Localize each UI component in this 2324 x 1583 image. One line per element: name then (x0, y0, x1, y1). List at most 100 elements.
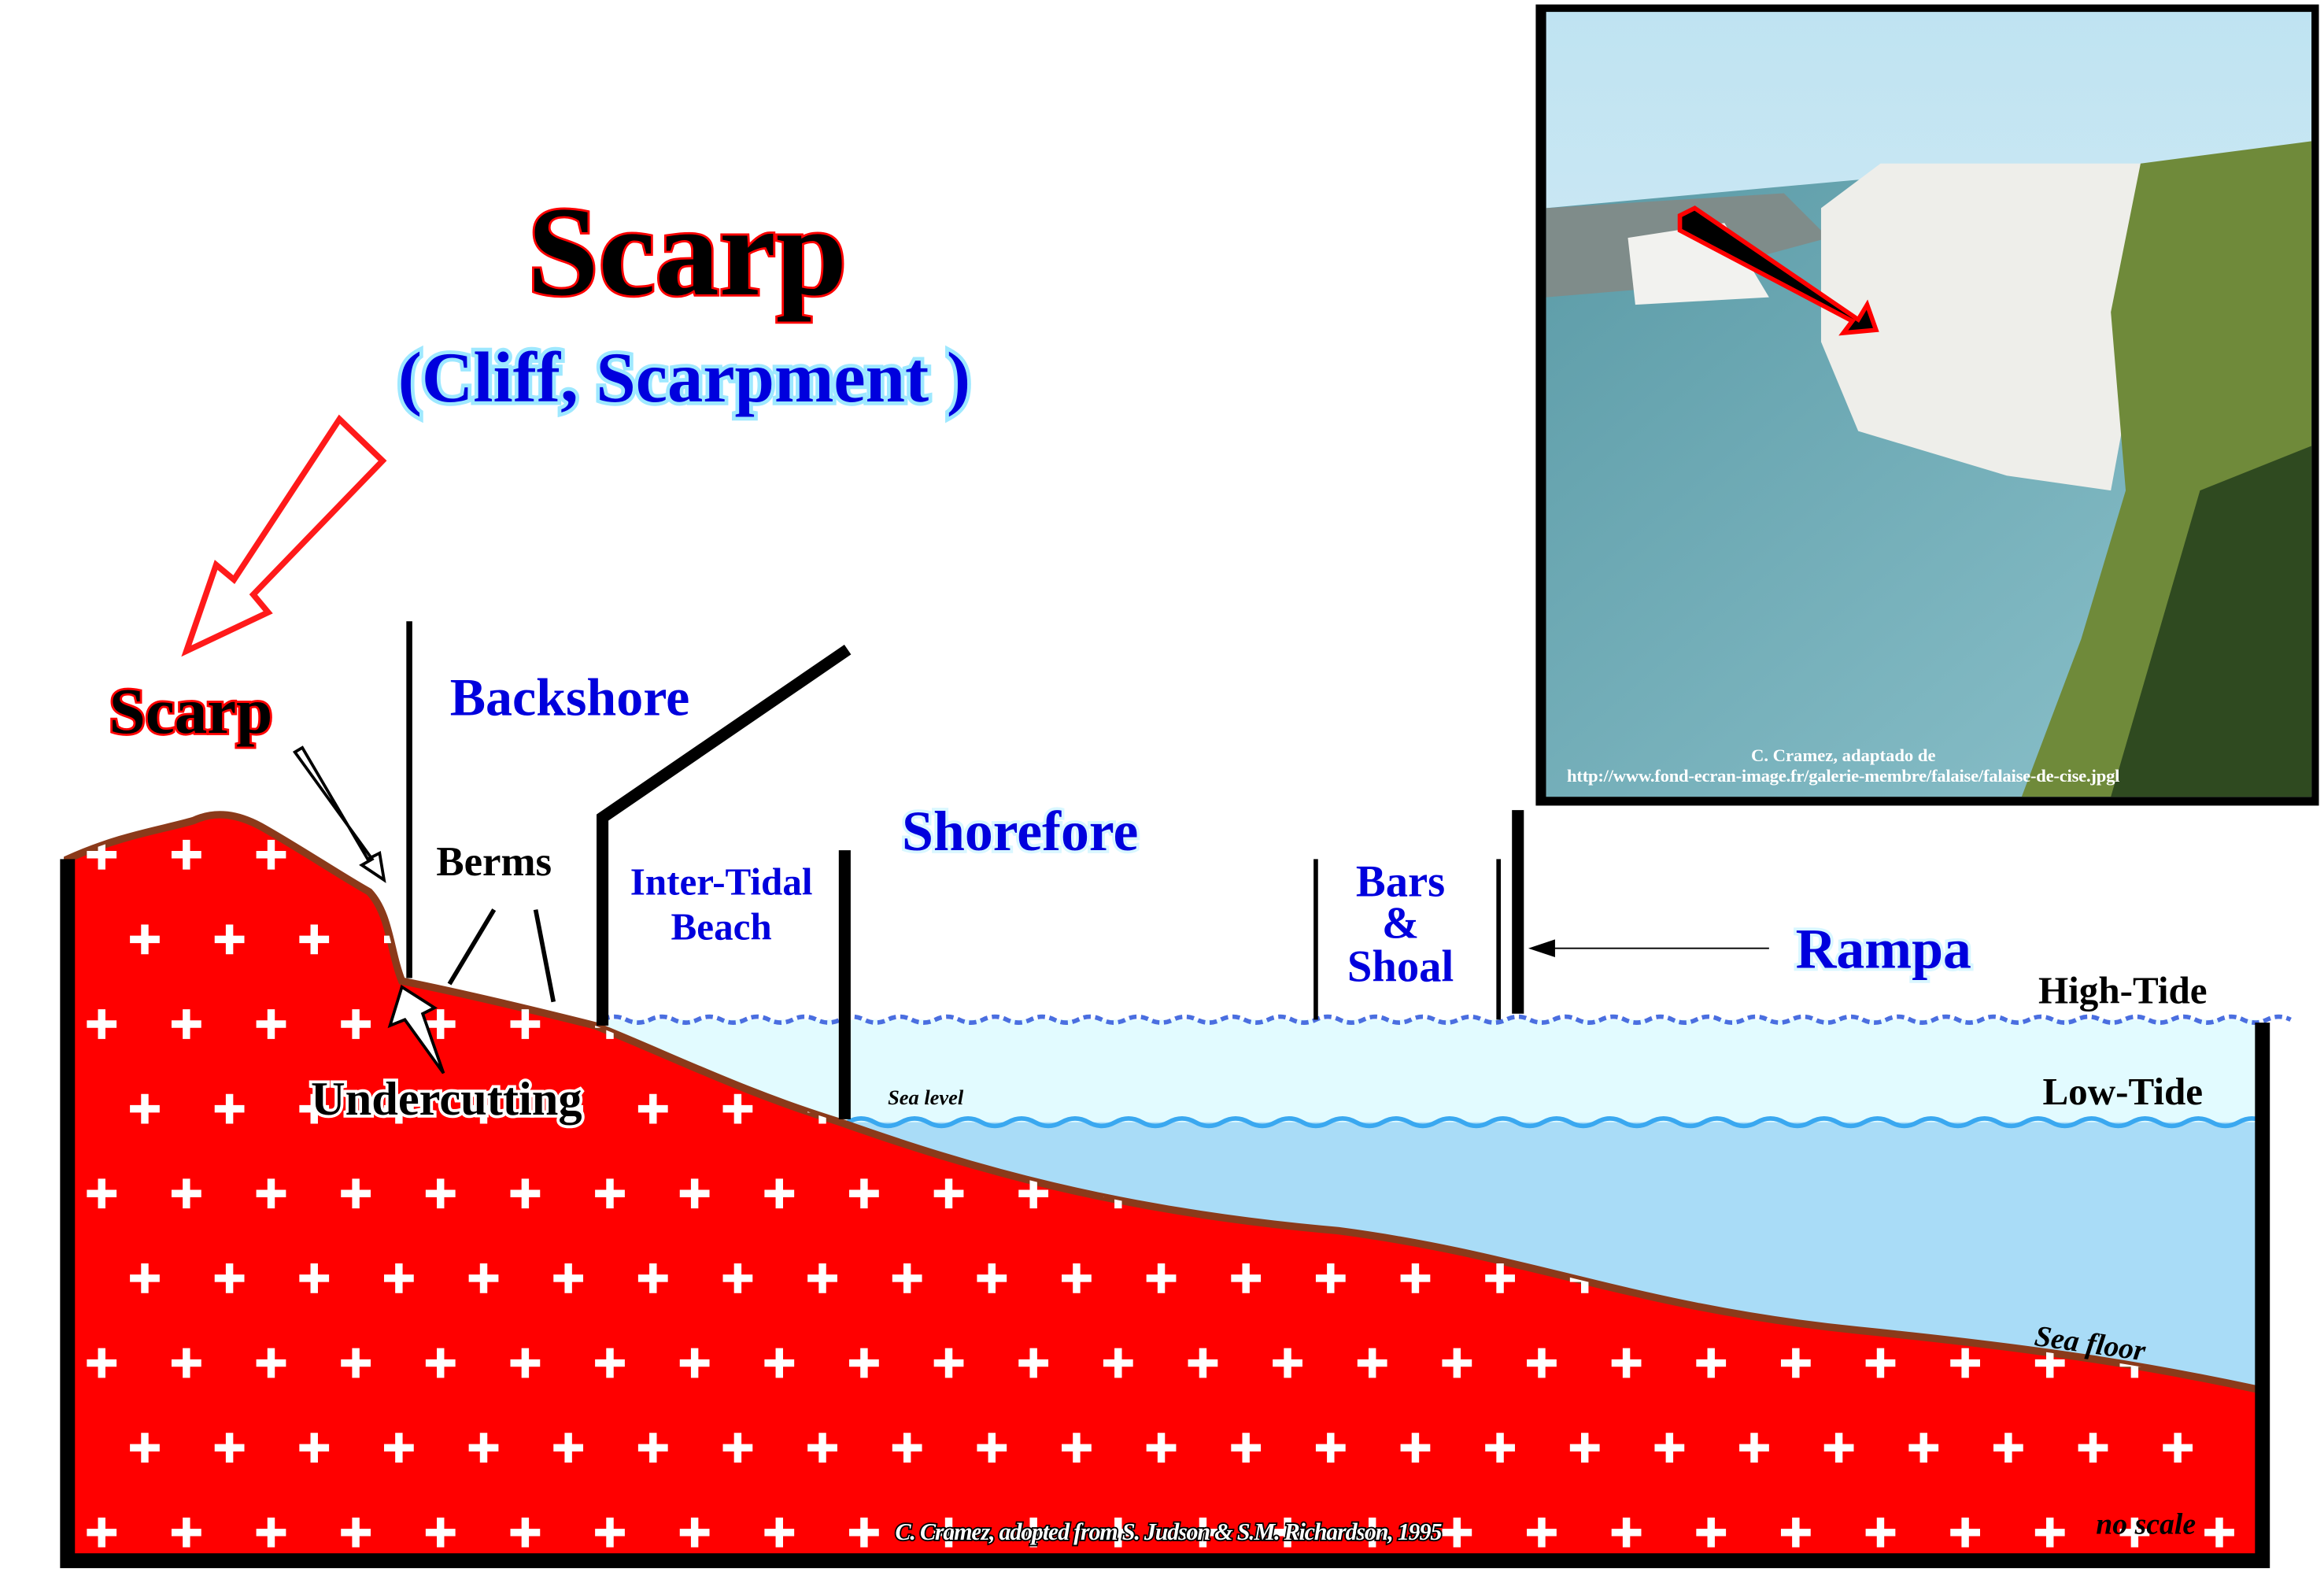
bedrock-cross-icon (595, 1517, 625, 1548)
bedrock-cross-icon (2034, 1517, 2065, 1548)
big-red-arrow-icon (181, 414, 387, 657)
bedrock-cross-icon (722, 1433, 753, 1463)
bedrock-cross-icon (256, 1348, 286, 1378)
bedrock-cross-icon (1357, 1517, 1387, 1548)
label-high-tide: High-Tide (2038, 969, 2208, 1012)
bedrock-cross-icon (1780, 839, 1811, 870)
bedrock-cross-icon (1865, 839, 1896, 870)
bedrock-cross-icon (764, 1178, 795, 1209)
bedrock-cross-icon (722, 1263, 753, 1293)
bedrock-cross-icon (1188, 839, 1218, 870)
bedrock-cross-icon (807, 1433, 837, 1463)
bedrock-cross-icon (892, 1433, 922, 1463)
bedrock-cross-icon (1231, 924, 1262, 955)
bedrock-cross-icon (130, 1093, 160, 1124)
bedrock-cross-icon (1442, 1348, 1472, 1378)
bedrock-cross-icon (1865, 1348, 1896, 1378)
bedrock-cross-icon (468, 1093, 499, 1124)
bedrock-cross-icon (807, 924, 837, 955)
bedrock-cross-icon (383, 1093, 414, 1124)
bedrock-cross-icon (1569, 924, 1600, 955)
photo-credit-2: http://www.fond-ecran-image.fr/galerie-m… (1567, 766, 2119, 786)
bedrock-cross-icon (933, 1178, 964, 1209)
bedrock-cross-icon (1146, 1433, 1177, 1463)
bedrock-cross-icon (892, 924, 922, 955)
bedrock-cross-icon (553, 1263, 584, 1293)
label-inter-tidal: Inter-Tidal (630, 860, 813, 904)
photo-credit-1: C. Cramez, adaptado de (1751, 745, 1936, 765)
bedrock-cross-icon (1823, 1433, 1854, 1463)
bedrock-cross-icon (1442, 839, 1472, 870)
bedrock-cross-icon (2034, 1348, 2065, 1378)
bedrock-cross-icon (933, 1517, 964, 1548)
bedrock-cross-icon (1273, 839, 1302, 870)
label-and: & (1382, 899, 1419, 948)
bedrock-cross-icon (510, 1517, 541, 1548)
label-bars: Bars (1356, 858, 1445, 907)
bedrock-cross-icon (1611, 1517, 1642, 1548)
label-shorefore: Shorefore (902, 800, 1138, 863)
label-berms: Berms (436, 839, 552, 885)
bedrock-cross-icon (214, 1263, 245, 1293)
label-low-tide: Low-Tide (2042, 1070, 2203, 1113)
bedrock-cross-icon (722, 1093, 753, 1124)
bedrock-cross-icon (1950, 1348, 1980, 1378)
diagram-credit: C. Cramez, adopted from S. Judson & S.M.… (896, 1518, 1443, 1545)
bedrock-cross-icon (1062, 1433, 1092, 1463)
bedrock-cross-icon (849, 839, 879, 870)
bedrock-cross-icon (1400, 1433, 1431, 1463)
bedrock-cross-icon (1950, 1517, 1980, 1548)
berm-pointer-1 (447, 908, 497, 986)
bedrock-cross-icon (1485, 1433, 1515, 1463)
bedrock-cross-icon (1527, 1348, 1557, 1378)
cliff-photo: C. Cramez, adaptado de http://www.fond-e… (1535, 4, 2319, 806)
bedrock-cross-icon (2163, 1433, 2193, 1463)
scarp-pointer-arrow-icon (292, 745, 386, 883)
bedrock-cross-icon (595, 1348, 625, 1378)
bedrock-cross-icon (171, 1348, 201, 1378)
bedrock-cross-icon (1188, 1517, 1218, 1548)
bedrock-cross-icon (637, 1093, 668, 1124)
bedrock-cross-icon (1654, 1433, 1685, 1463)
bedrock-cross-icon (171, 1178, 201, 1209)
bedrock-cross-icon (1103, 1348, 1133, 1378)
bedrock-cross-icon (1062, 1263, 1092, 1293)
bedrock-cross-icon (510, 1348, 541, 1378)
bedrock-cross-icon (341, 1517, 371, 1548)
bedrock-cross-icon (1696, 839, 1727, 870)
bedrock-cross-icon (1018, 1517, 1049, 1548)
bedrock-cross-icon (1950, 839, 1980, 870)
bedrock-cross-icon (299, 924, 330, 955)
bedrock-cross-icon (1103, 1517, 1133, 1548)
bedrock-cross-icon (933, 1348, 964, 1378)
bedrock-cross-icon (2078, 1433, 2108, 1463)
bedrock-cross-icon (2034, 839, 2065, 870)
bedrock-cross-icon (87, 1178, 117, 1209)
bedrock-cross-icon (1146, 1263, 1177, 1293)
bedrock-cross-icon (977, 1263, 1007, 1293)
bedrock-cross-icon (171, 839, 201, 870)
bedrock-cross-icon (2119, 839, 2150, 870)
bedrock-cross-icon (764, 1348, 795, 1378)
bedrock-cross-icon (214, 1433, 245, 1463)
bedrock-cross-icon (256, 1009, 286, 1039)
title: Scarp (527, 181, 847, 323)
bedrock-cross-icon (341, 1009, 371, 1039)
bedrock-cross-icon (425, 1178, 456, 1209)
bedrock-cross-icon (1400, 1263, 1431, 1293)
bedrock-cross-icon (299, 1433, 330, 1463)
bedrock-cross-icon (214, 1093, 245, 1124)
bedrock-cross-icon (1739, 1433, 1769, 1463)
bedrock-cross-icon (468, 1433, 499, 1463)
bedrock-cross-icon (130, 1263, 160, 1293)
bedrock-cross-icon (341, 1178, 371, 1209)
bedrock-cross-icon (1231, 1263, 1262, 1293)
bedrock-cross-icon (553, 1433, 584, 1463)
bedrock-cross-icon (1315, 924, 1346, 955)
bedrock-cross-icon (849, 1348, 879, 1378)
bedrock-cross-icon (637, 1433, 668, 1463)
bedrock-cross-icon (383, 1433, 414, 1463)
label-rampa: Rampa (1796, 917, 1971, 980)
label-sea-level: Sea level (888, 1086, 964, 1109)
intertidal-divider (597, 644, 852, 1026)
